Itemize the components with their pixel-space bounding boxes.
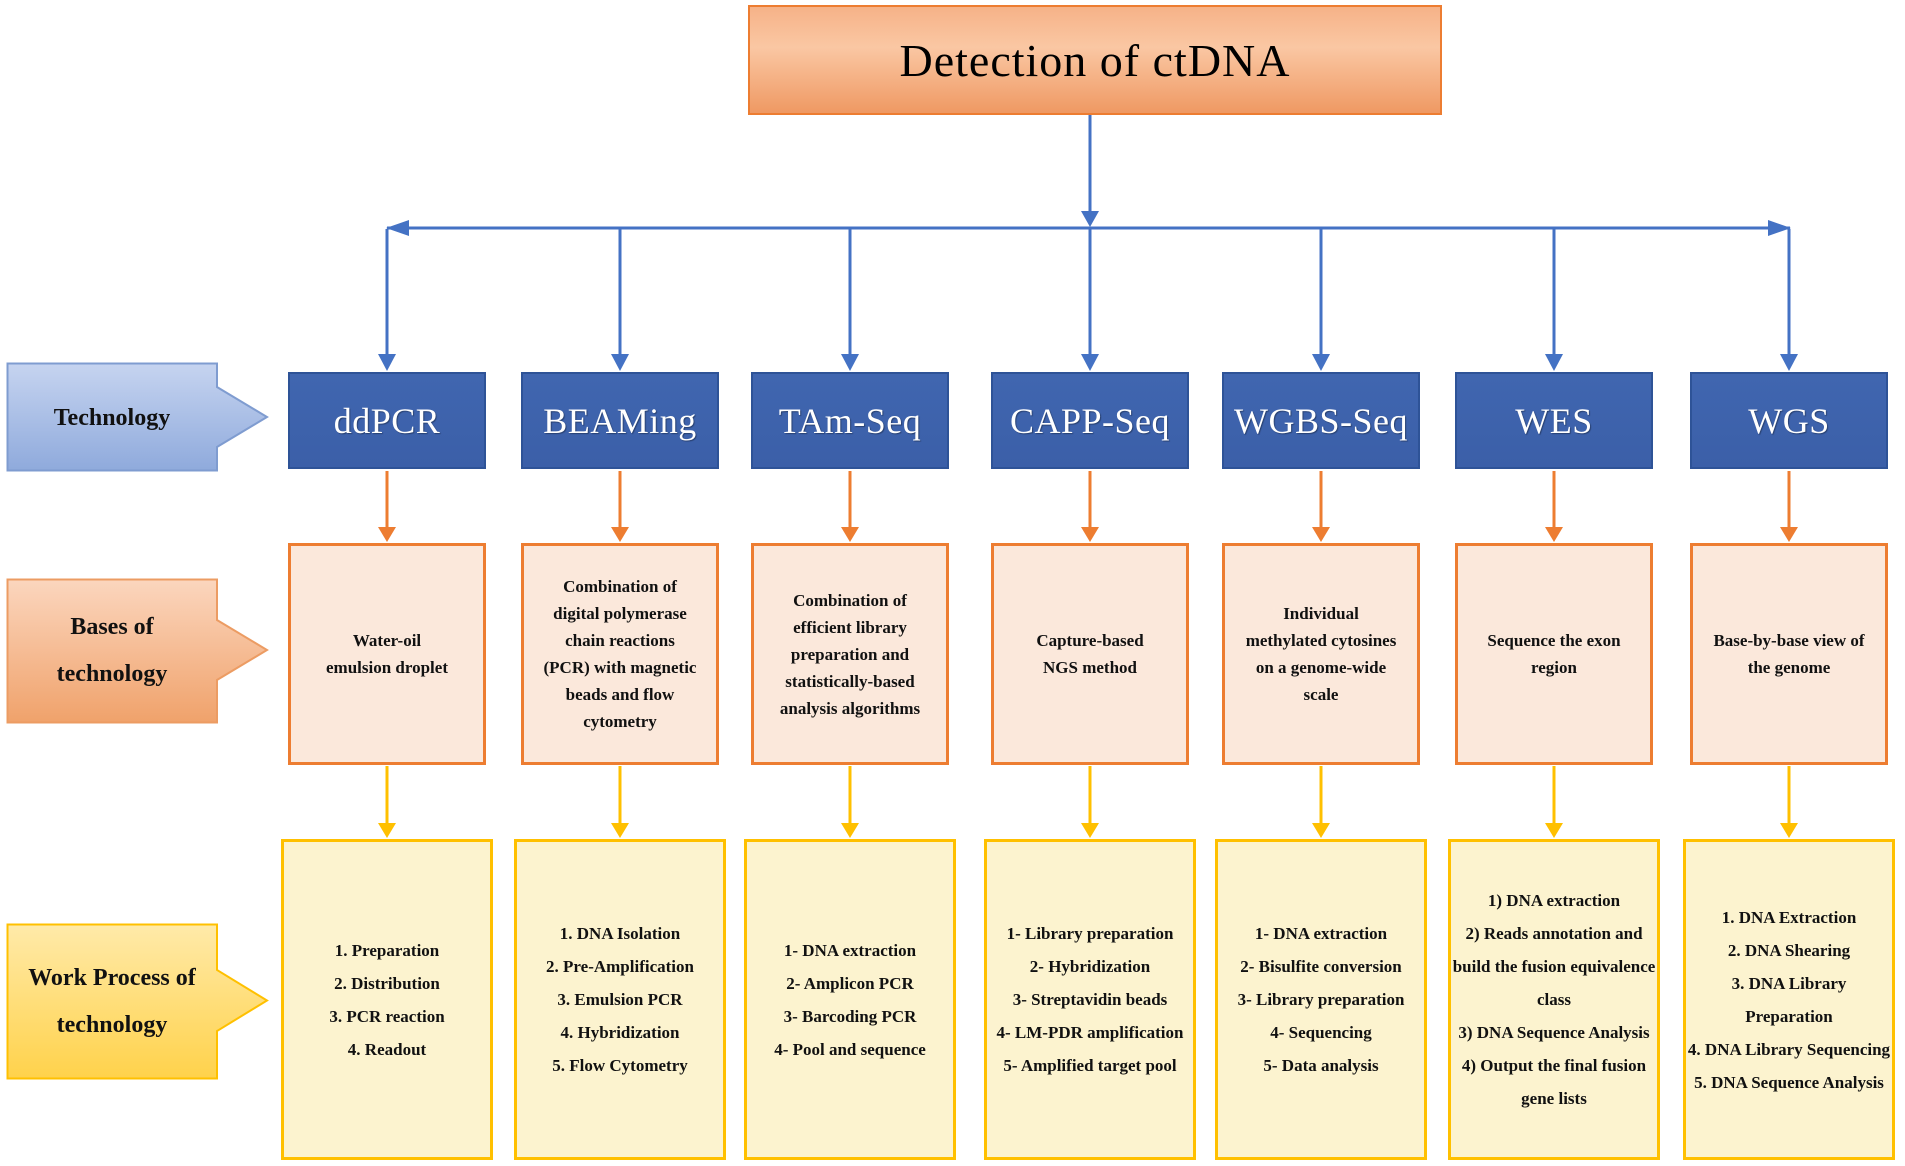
work-process-step: 5- Amplified target pool [1003, 1056, 1177, 1075]
bases-box: Individual methylated cytosines on a genom… [1222, 543, 1420, 765]
basis-line: Capture-based [1036, 631, 1144, 650]
work-process-step: 2- Hybridization [1029, 957, 1151, 976]
basis-line: Base-by-base view of [1713, 631, 1865, 650]
work-process-box: 1. DNA Extraction 2. DNA Shearing 3. DNA L… [1683, 839, 1895, 1160]
basis-line: Combination of [563, 577, 677, 596]
work-process-step: 4- LM-PDR amplification [996, 1023, 1184, 1042]
work-process-step: 2. Pre-Amplification [546, 957, 694, 976]
basis-line: (PCR) with magnetic [543, 658, 697, 677]
title-box: Detection of ctDNA [748, 5, 1442, 115]
work-process-box: 1- Library preparation 2- Hybridization 3-… [984, 839, 1196, 1160]
work-process-step: 5. Flow Cytometry [552, 1056, 688, 1075]
work-process-box: 1- DNA extraction 2- Amplicon PCR 3- Barco… [744, 839, 956, 1160]
work-process-step: 4) Output the final fusion gene lists [1461, 1056, 1647, 1108]
work-process-step: 2- Amplicon PCR [786, 973, 914, 993]
work-process-step: 2. DNA Shearing [1727, 940, 1851, 960]
basis-line: on a genome-wide [1255, 658, 1387, 677]
work-process-step: 5. DNA Sequence Analysis [1694, 1072, 1884, 1092]
bases-box: Water-oil emulsion droplet [288, 543, 486, 765]
bases-box: Sequence the exon region [1455, 543, 1653, 765]
basis-line: the genome [1747, 658, 1831, 677]
bases-box: Combination of efficient library preparati… [751, 543, 949, 765]
basis-line: chain reactions [565, 631, 675, 650]
work-process-step: 4- Pool and sequence [774, 1039, 926, 1059]
diagram-title: Detection of ctDNA [899, 34, 1291, 86]
work-process-step: 3- Streptavidin beads [1012, 990, 1168, 1009]
right-arrow-shape [6, 923, 269, 1080]
basis-line: Combination of [793, 590, 907, 610]
work-process-step: 5- Data analysis [1263, 1056, 1379, 1075]
technology-box: WES [1455, 372, 1653, 469]
basis-line: Water-oil [352, 631, 422, 650]
work-process-step: 1. DNA Isolation [559, 924, 681, 943]
work-process-step: 3- Library preparation [1237, 990, 1405, 1009]
bases-box: Base-by-base view of the genome [1690, 543, 1888, 765]
work-process-step: 3. PCR reaction [329, 1006, 445, 1026]
basis-line: digital polymerase [553, 604, 687, 623]
basis-line: preparation and [790, 644, 910, 664]
work-process-step: 2. Distribution [334, 973, 440, 993]
work-process-step: 3- Barcoding PCR [783, 1006, 917, 1026]
row-label-work-process: Work Process of technology [6, 923, 270, 1080]
work-process-step: 1. DNA Extraction [1721, 907, 1857, 927]
basis-line: statistically-based [785, 671, 915, 691]
work-process-step: 4. Readout [347, 1039, 427, 1059]
work-process-box: 1. Preparation 2. Distribution 3. PCR reac… [281, 839, 493, 1160]
work-process-step: 4- Sequencing [1270, 1023, 1372, 1042]
technology-box: BEAMing [521, 372, 719, 469]
row-label-bases-of-technology: Bases of technology [6, 578, 270, 724]
technology-box: ddPCR [288, 372, 486, 469]
work-process-step: 1) DNA extraction [1487, 891, 1621, 910]
work-process-step: 4. Hybridization [560, 1023, 680, 1042]
technology-box: WGS [1690, 372, 1888, 469]
work-process-step: 3. DNA Library Preparation [1731, 973, 1847, 1026]
work-process-step: 2) Reads annotation and build the fusion… [1452, 924, 1656, 1009]
work-process-step: 3) DNA Sequence Analysis [1458, 1023, 1650, 1042]
basis-line: Sequence the exon [1487, 631, 1621, 650]
row-label-text: Technology [53, 404, 171, 431]
basis-line: Individual [1283, 604, 1359, 623]
basis-line: region [1531, 658, 1577, 677]
work-process-step: 1- DNA extraction [1254, 924, 1388, 943]
row-label-text: Bases of technology [56, 614, 168, 687]
work-process-step: 1- DNA extraction [783, 940, 917, 960]
work-process-step: 4. DNA Library Sequencing [1687, 1039, 1891, 1059]
work-process-step: 3. Emulsion PCR [557, 990, 683, 1009]
technology-box: WGBS-Seq [1222, 372, 1420, 469]
bases-box: Combination of digital polymerase chain re… [521, 543, 719, 765]
work-process-box: 1. DNA Isolation 2. Pre-Amplification 3. E… [514, 839, 726, 1160]
basis-line: emulsion droplet [325, 658, 448, 677]
basis-line: methylated cytosines [1245, 631, 1397, 650]
work-process-step: 2- Bisulfite conversion [1240, 957, 1402, 976]
basis-line: NGS method [1043, 658, 1137, 677]
work-process-step: 1. Preparation [334, 940, 440, 960]
work-process-box: 1- DNA extraction 2- Bisulfite conversion… [1215, 839, 1427, 1160]
work-process-box: 1) DNA extraction 2) Reads annotation and… [1448, 839, 1660, 1160]
right-arrow-shape [6, 362, 269, 472]
basis-line: analysis algorithms [779, 698, 921, 718]
row-label-technology: Technology [6, 362, 270, 474]
basis-line: cytometry [583, 712, 657, 731]
basis-line: beads and flow [565, 685, 675, 704]
basis-line: efficient library [793, 617, 907, 637]
technology-box: TAm-Seq [751, 372, 949, 469]
technology-box: CAPP-Seq [991, 372, 1189, 469]
work-process-step: 1- Library preparation [1006, 924, 1174, 943]
basis-line: scale [1303, 685, 1339, 704]
row-label-text: Work Process of technology [28, 964, 196, 1038]
right-arrow-shape [6, 578, 269, 724]
